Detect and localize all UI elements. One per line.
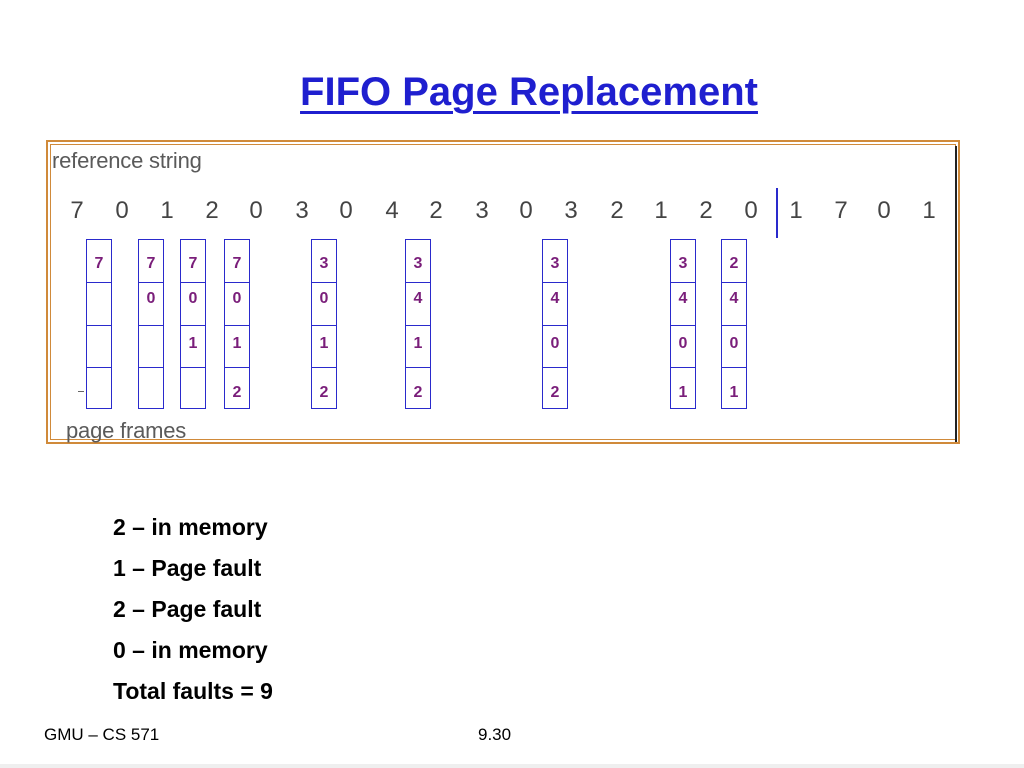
frame-cell [139,326,163,368]
reference-digit: 0 [115,197,129,224]
frame-cell: 1 [729,384,739,401]
frame-cell: 4 [543,283,567,326]
reference-digit: 0 [519,197,533,224]
reference-digit: 2 [429,197,443,224]
frame-cell: 2 [550,384,560,401]
reference-digit: 1 [160,197,174,224]
frame-cell: 1 [225,326,249,368]
frame-cell: 0 [139,283,163,326]
reference-digit: 0 [877,197,891,224]
frame-cell: 0 [722,326,746,368]
frame-cell: 2 [413,384,423,401]
note-line: 0 – in memory [113,637,268,663]
frame-cell: 7 [225,240,249,283]
reference-digit: 4 [385,197,399,224]
frame-cell: 0 [543,326,567,368]
frame-cell: 7 [87,240,111,283]
reference-digit: 0 [339,197,353,224]
frame-cell: 7 [139,240,163,283]
frame-cell [181,368,205,408]
reference-digit: 3 [475,197,489,224]
frame-cell: 7 [181,240,205,283]
frame-cell: 4 [671,283,695,326]
reference-string-label: reference string [52,148,202,173]
frame-cell: 3 [671,240,695,283]
frame-cell: 1 [181,326,205,368]
frame-cell [87,368,111,408]
note-line: 1 – Page fault [113,555,262,581]
reference-digit: 7 [70,197,84,224]
frame-cell: 4 [722,283,746,326]
reference-digit: 1 [654,197,668,224]
notes-list: 2 – in memory 1 – Page fault 2 – Page fa… [113,512,273,717]
page-frames-label: page frames [66,418,187,443]
reference-digit: 7 [834,197,848,224]
frame-cell: 1 [678,384,688,401]
reference-digit: 3 [295,197,309,224]
frame-column: 7 [86,239,112,409]
note-total-faults: Total faults = 9 [113,678,273,704]
frame-cell: 0 [671,326,695,368]
frame-cell: 4 [406,283,430,326]
note-line: 2 – in memory [113,514,268,540]
reference-digit: 3 [564,197,578,224]
frame-cell: 0 [225,283,249,326]
axis-tick [78,391,84,392]
frame-cell: 2 [232,384,242,401]
bottom-rule [0,764,1024,768]
reference-digit: 2 [610,197,624,224]
frame-cell [87,326,111,368]
note-line: 2 – Page fault [113,596,262,622]
reference-digit: 2 [699,197,713,224]
frame-cell: 0 [181,283,205,326]
frame-cell [139,368,163,408]
reference-digit: 0 [744,197,758,224]
frame-cell: 1 [312,326,336,368]
footer-page-number: 9.30 [478,725,512,744]
frame-cell: 2 [319,384,329,401]
diagram-right-edge [955,146,957,442]
reference-digit: 1 [789,197,803,224]
reference-digit: 0 [249,197,263,224]
frame-cell [87,283,111,326]
frame-cell: 3 [543,240,567,283]
reference-digit: 2 [205,197,219,224]
reference-digit: 1 [922,197,936,224]
frame-cell: 2 [722,240,746,283]
slide-title: FIFO Page Replacement [300,70,758,114]
footer-course: GMU – CS 571 [44,725,160,744]
reference-string-divider [776,188,778,238]
frame-cell: 3 [312,240,336,283]
diagram-outer-border [46,140,960,444]
frame-cell: 1 [406,326,430,368]
frame-cell: 0 [312,283,336,326]
frame-cell: 3 [406,240,430,283]
